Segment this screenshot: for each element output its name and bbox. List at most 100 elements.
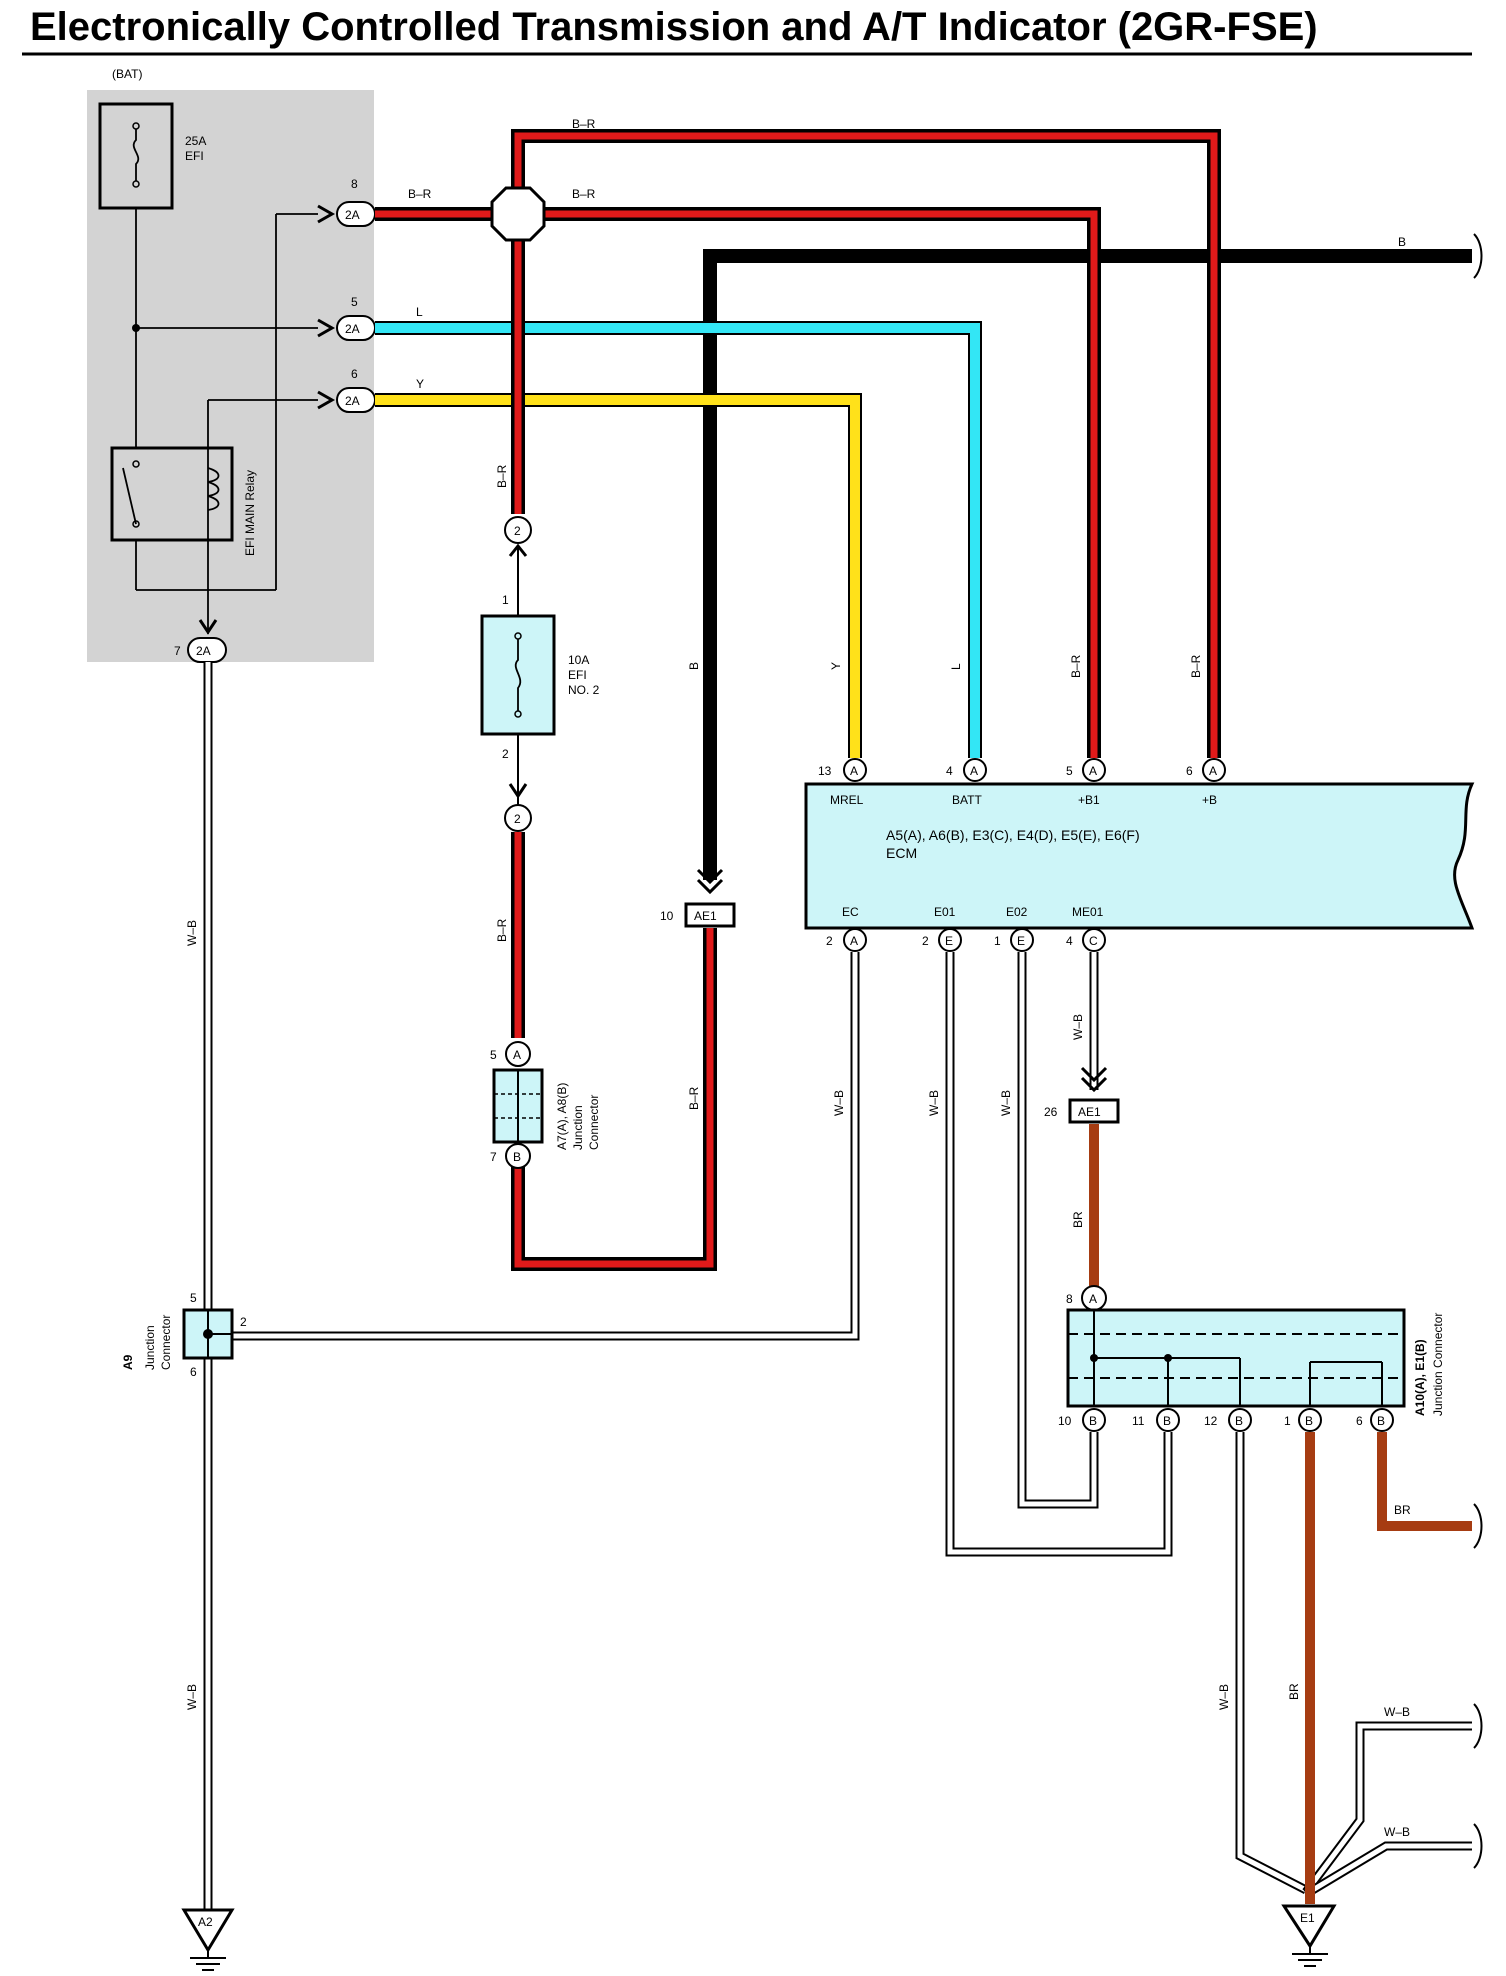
svg-text:B: B: [1235, 1414, 1243, 1428]
fuse-25a-name: EFI: [185, 149, 204, 163]
svg-text:ME01: ME01: [1072, 905, 1104, 919]
connector-2a-pin-7: 2A 7: [174, 619, 227, 663]
label-y: Y: [416, 377, 424, 391]
label-wb-left2: W–B: [185, 1684, 199, 1710]
a10e1-sub: Junction Connector: [1431, 1313, 1445, 1416]
label-br-ae1: B–R: [687, 1086, 701, 1110]
ecm-pin-mrel: A 13 MREL: [818, 758, 867, 807]
ecm-pin-ec: A 2 EC: [826, 905, 867, 952]
ecm-pin-me01: C 4 ME01: [1066, 905, 1106, 952]
svg-text:1: 1: [1284, 1414, 1291, 1428]
label-wb-e02: W–B: [999, 1090, 1013, 1116]
a7a8-pin-top: A 5: [490, 1041, 531, 1067]
ground-a2: A2: [181, 1908, 235, 1971]
svg-text:2: 2: [514, 812, 521, 826]
svg-text:2: 2: [514, 524, 521, 538]
ground-e1: E1: [1281, 1904, 1337, 1967]
efi-no2-pin-in: 1: [502, 593, 509, 607]
efi-main-relay-label: EFI MAIN Relay: [243, 470, 257, 556]
svg-text:13: 13: [818, 764, 832, 778]
label-br-mid-left: B–R: [408, 187, 432, 201]
label-wb-e01: W–B: [927, 1090, 941, 1116]
wire-y: [375, 393, 862, 758]
svg-text:6: 6: [1186, 764, 1193, 778]
svg-text:AE1: AE1: [694, 909, 717, 923]
bat-label: (BAT): [112, 67, 142, 81]
svg-text:4: 4: [1066, 934, 1073, 948]
svg-text:A: A: [1209, 764, 1217, 778]
label-br-ae1-bottom: BR: [1071, 1211, 1085, 1228]
label-b-top: B: [1398, 235, 1406, 249]
svg-text:8: 8: [351, 177, 358, 191]
a9-sub1: Junction: [143, 1325, 157, 1370]
b-r-splice: [490, 186, 546, 242]
connector-2a-pin-6: 2A 6: [317, 367, 376, 413]
svg-text:6: 6: [351, 367, 358, 381]
svg-text:2A: 2A: [345, 394, 360, 408]
svg-text:4: 4: [946, 764, 953, 778]
a10-pin-top: A 8: [1066, 1285, 1107, 1311]
label-wb-ec: W–B: [832, 1090, 846, 1116]
a9-pin-right: 2: [240, 1315, 247, 1329]
ecm-box: [804, 782, 1475, 930]
label-br-b1: B–R: [1069, 654, 1083, 678]
page-title: Electronically Controlled Transmission a…: [30, 5, 1318, 49]
a10e1-label: A10(A), E1(B): [1413, 1339, 1427, 1416]
a10e1-pin-1: B 1: [1284, 1408, 1322, 1432]
svg-text:B: B: [1305, 1414, 1313, 1428]
ecm-name: ECM: [886, 845, 917, 861]
svg-text:E01: E01: [934, 905, 956, 919]
label-br-out: BR: [1394, 1503, 1411, 1517]
svg-text:A: A: [970, 764, 978, 778]
a7a8-sub1: Junction: [571, 1105, 585, 1150]
efi-no2-conn-top: 2: [504, 516, 532, 557]
label-br-vert2: B–R: [495, 918, 509, 942]
a9-label: A9: [121, 1354, 135, 1370]
ecm-pin-b: A 6 +B: [1186, 758, 1226, 807]
efi-no2-pin-out: 2: [502, 747, 509, 761]
a7a8-label: A7(A), A8(B): [555, 1083, 569, 1150]
label-l-vert: L: [949, 663, 963, 670]
svg-text:12: 12: [1204, 1414, 1218, 1428]
svg-text:6: 6: [1356, 1414, 1363, 1428]
a10e1-pin-6: B 6: [1356, 1408, 1394, 1432]
svg-text:+B1: +B1: [1078, 793, 1100, 807]
svg-text:5: 5: [351, 295, 358, 309]
svg-text:A: A: [513, 1048, 521, 1062]
wire-b-r: [375, 129, 1221, 1271]
label-br-vert: B–R: [495, 464, 509, 488]
label-br-b: B–R: [1189, 654, 1203, 678]
wire-break-marks: [1473, 233, 1483, 1869]
ae1-connector-b: AE1 10: [660, 868, 736, 928]
efi-no2-name2: NO. 2: [568, 683, 600, 697]
a7a8-pin-bottom: B 7: [490, 1143, 531, 1169]
svg-text:A: A: [850, 934, 858, 948]
svg-text:BATT: BATT: [952, 793, 982, 807]
svg-text:1: 1: [994, 934, 1001, 948]
label-wb-out1: W–B: [1384, 1705, 1410, 1719]
ecm-pin-b1: A 5 +B1: [1066, 758, 1106, 807]
svg-text:2A: 2A: [196, 644, 211, 658]
efi-no2-rating: 10A: [568, 653, 589, 667]
label-wb-out2: W–B: [1384, 1825, 1410, 1839]
svg-text:5: 5: [1066, 764, 1073, 778]
svg-text:2: 2: [922, 934, 929, 948]
svg-text:26: 26: [1044, 1105, 1058, 1119]
svg-text:8: 8: [1066, 1292, 1073, 1306]
wire-l: [375, 321, 982, 758]
ecm-pin-e02: E 1 E02: [994, 905, 1034, 952]
svg-text:A: A: [1089, 764, 1097, 778]
svg-text:A: A: [1089, 1292, 1097, 1306]
svg-text:A: A: [850, 764, 858, 778]
svg-text:AE1: AE1: [1078, 1105, 1101, 1119]
wire-w-b: [203, 662, 1472, 1910]
a10e1-pin-11: B 11: [1132, 1408, 1180, 1432]
svg-text:7: 7: [490, 1150, 497, 1164]
a9-pin-top: 5: [190, 1291, 197, 1305]
svg-text:B: B: [513, 1150, 521, 1164]
label-wb-e1: W–B: [1217, 1684, 1231, 1710]
svg-text:C: C: [1089, 934, 1098, 948]
efi-main-relay: [110, 446, 234, 542]
relay-junction-dot: [132, 324, 140, 332]
